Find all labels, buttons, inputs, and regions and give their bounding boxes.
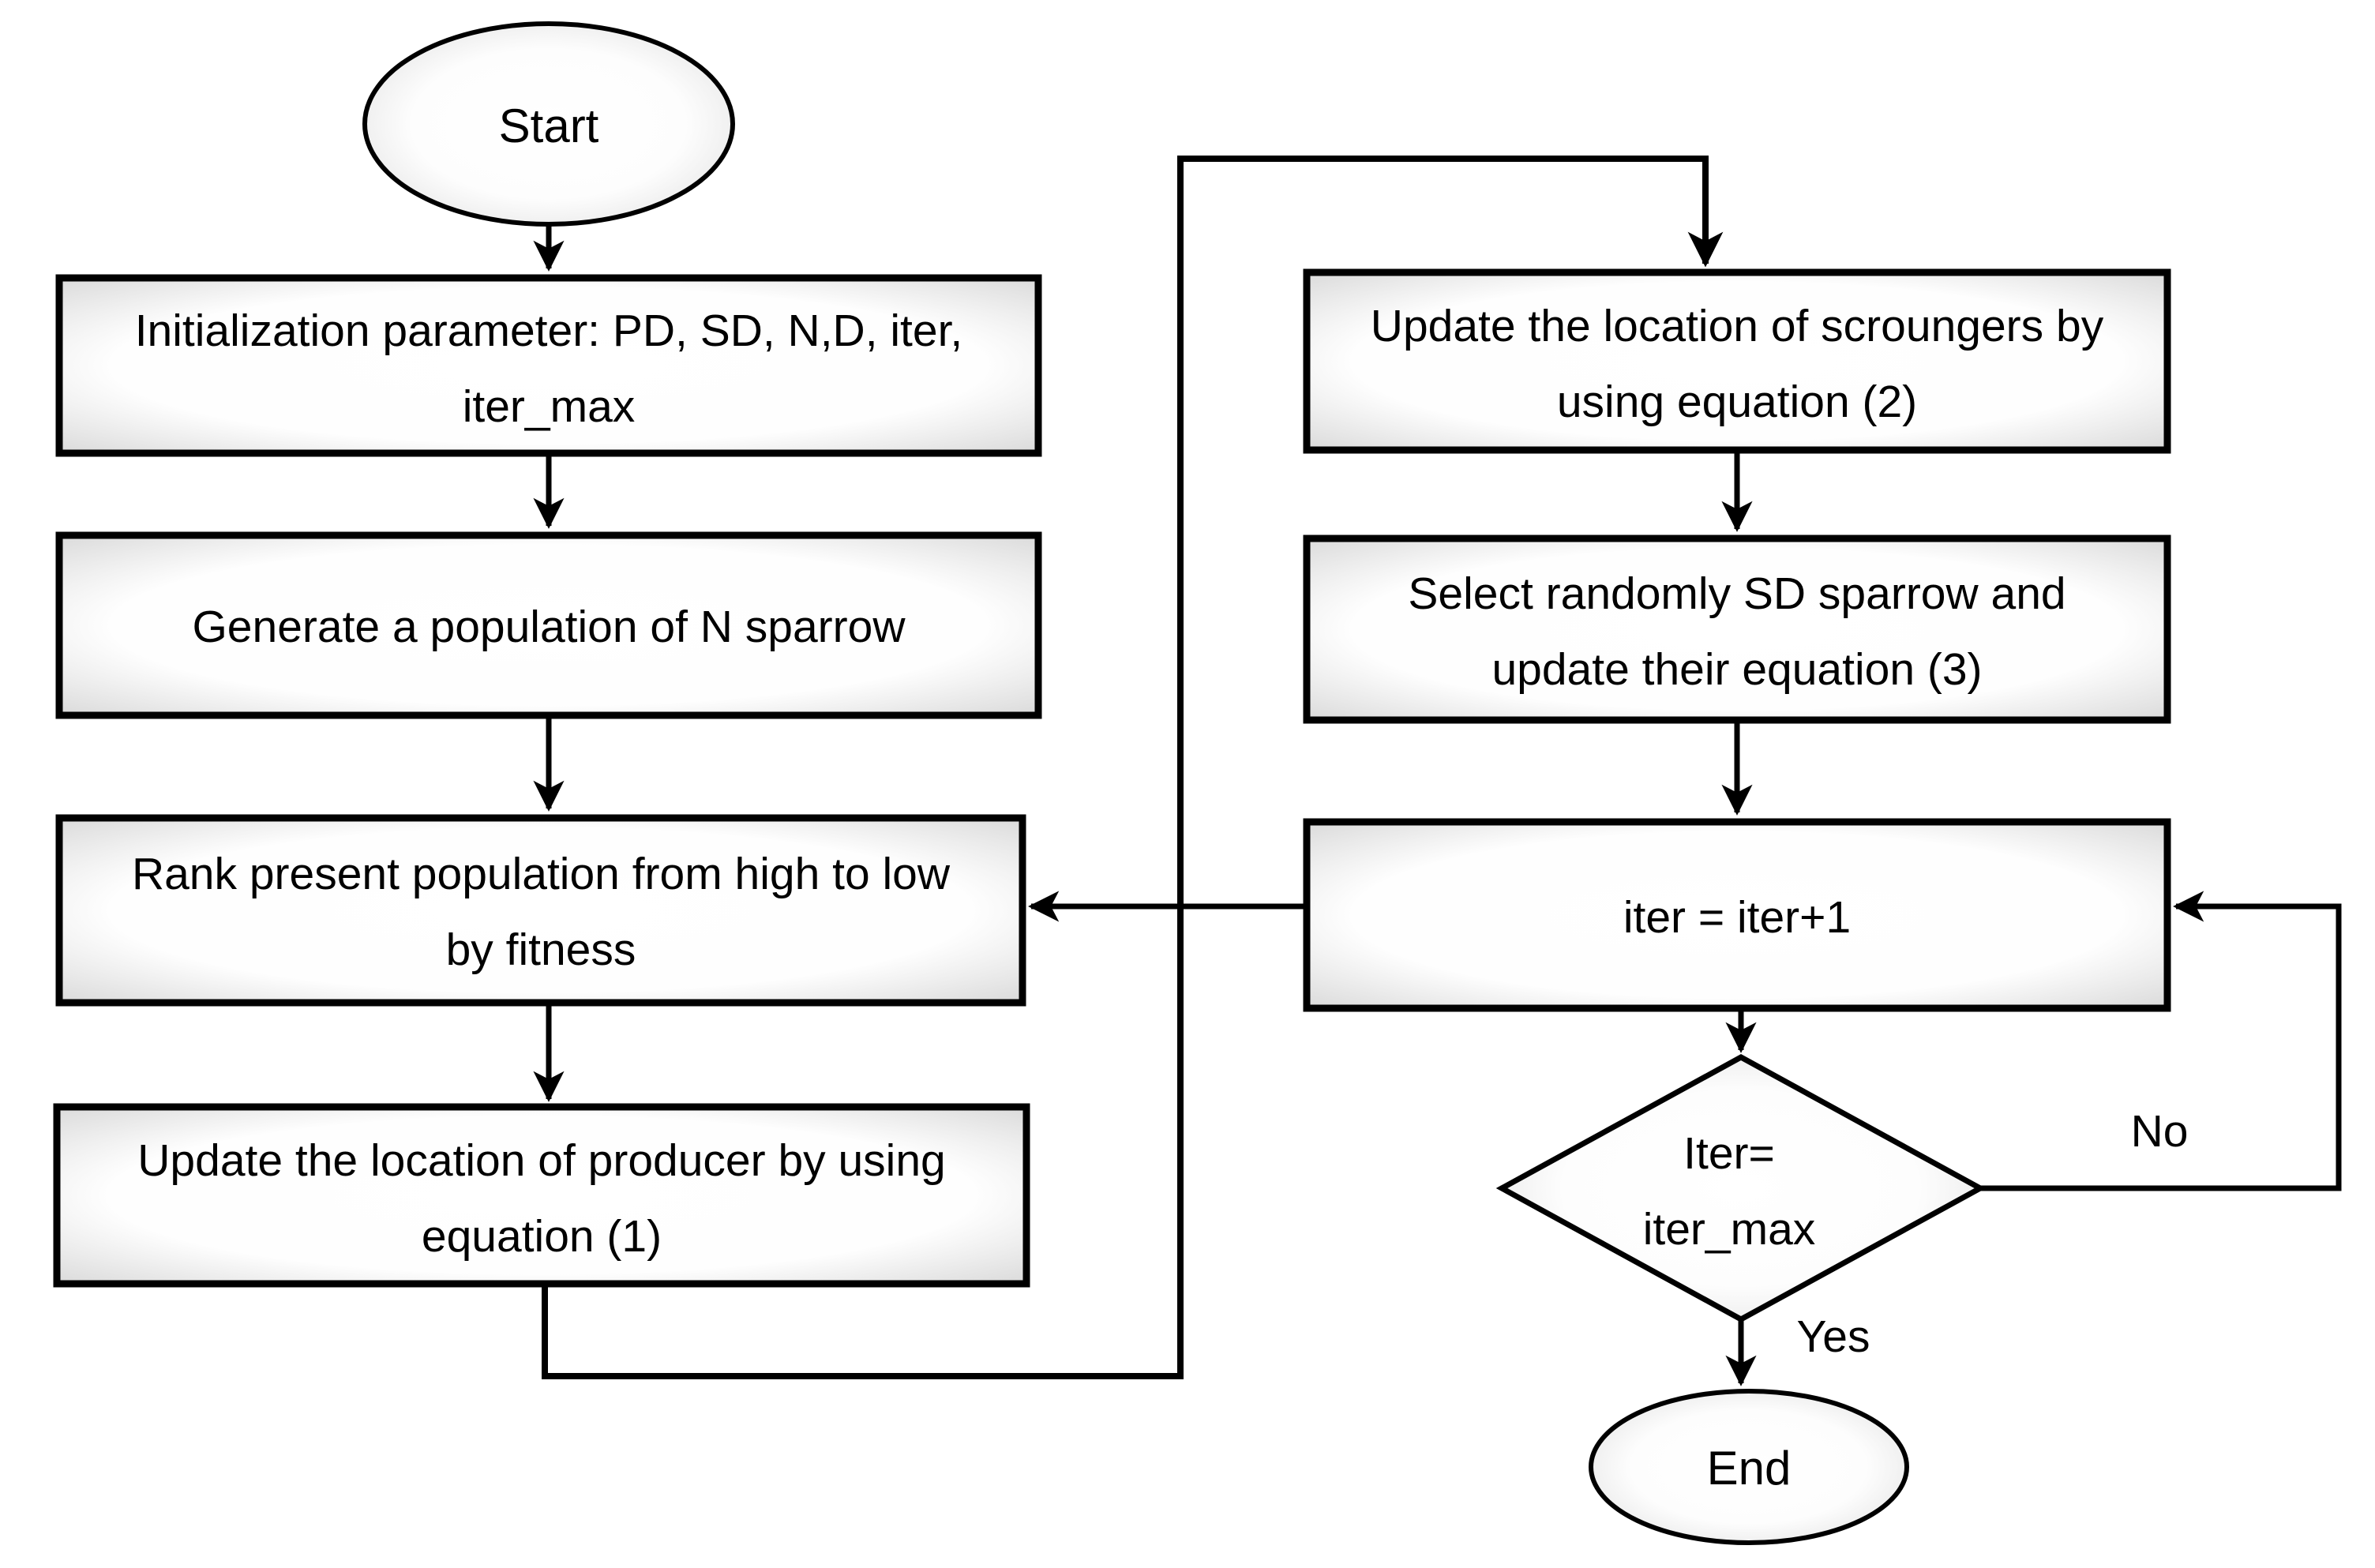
producer-label-line2: equation (1) (422, 1211, 662, 1262)
end-label: End (1707, 1442, 1792, 1495)
select-sd-label-line2: update their equation (3) (1491, 644, 1982, 695)
iter-node: iter = iter+1 (1303, 818, 2171, 1012)
decision-label-line2: iter_max (1643, 1204, 1816, 1255)
decision-label-line1: Iter= (1683, 1128, 1775, 1179)
rank-label-line2: by fitness (446, 925, 636, 975)
yes-branch-label: Yes (1797, 1311, 1870, 1362)
init-process-shape (55, 274, 1042, 457)
select-sd-node: Select randomly SD sparrow and update th… (1303, 535, 2171, 724)
rank-node: Rank present population from high to low… (55, 814, 1026, 1007)
producer-label-line1: Update the location of producer by using (137, 1135, 946, 1186)
generate-label: Generate a population of N sparrow (192, 602, 906, 652)
select-sd-label-line1: Select randomly SD sparrow and (1408, 568, 2065, 619)
scroungers-process-shape (1303, 268, 2171, 454)
init-label-line2: iter_max (463, 381, 636, 432)
decision-diamond-shape (1495, 1054, 1987, 1322)
producer-node: Update the location of producer by using… (53, 1103, 1030, 1288)
iter-label: iter = iter+1 (1623, 892, 1851, 943)
init-label-line1: Initialization parameter: PD, SD, N,D, i… (135, 306, 963, 356)
scroungers-label-line1: Update the location of scroungers by (1371, 301, 2104, 351)
start-terminator-shape (362, 21, 735, 227)
edges (533, 156, 2342, 1386)
generate-node: Generate a population of N sparrow (55, 531, 1042, 719)
end-node: End (1589, 1389, 1909, 1545)
edge-decision-no-loop-arrow (1980, 891, 2342, 1191)
init-node: Initialization parameter: PD, SD, N,D, i… (55, 274, 1042, 457)
producer-process-shape (53, 1103, 1030, 1288)
rank-process-shape (55, 814, 1026, 1007)
scroungers-label-line2: using equation (2) (1557, 377, 1917, 427)
generate-process-shape (55, 531, 1042, 719)
select-sd-process-shape (1303, 535, 2171, 724)
decision-node: Iter= iter_max (1495, 1054, 1987, 1322)
start-label: Start (499, 99, 599, 152)
rank-label-line1: Rank present population from high to low (132, 849, 951, 899)
end-terminator-shape (1589, 1389, 1909, 1545)
start-node: Start (362, 21, 735, 227)
iter-process-shape (1303, 818, 2171, 1012)
no-branch-label: No (2131, 1106, 2189, 1157)
scroungers-node: Update the location of scroungers by usi… (1303, 268, 2171, 454)
edge-producer-to-scroungers-loop-arrow (542, 156, 1724, 1379)
